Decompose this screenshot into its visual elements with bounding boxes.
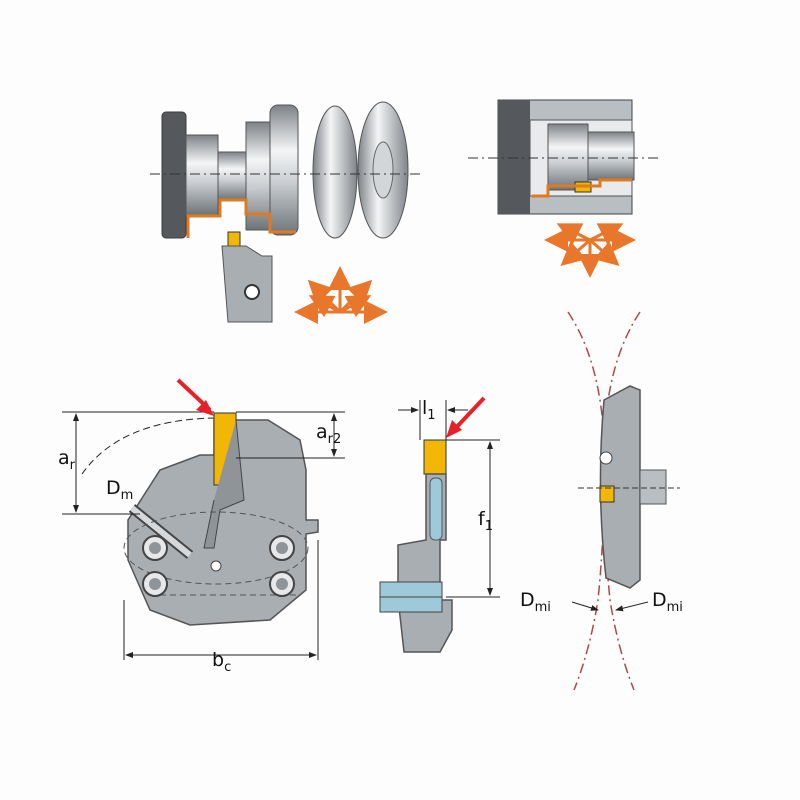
label-a-r: ar — [58, 447, 76, 473]
grooving-tool-left — [221, 231, 273, 323]
diameter-pointer-lines — [571, 601, 649, 612]
label-d-mi-left: Dmi — [520, 589, 551, 615]
side-view-dimension-lines — [398, 400, 500, 598]
label-b-c: bc — [212, 649, 231, 675]
shaft-workpiece-illustration — [150, 101, 420, 239]
mounting-screw — [142, 535, 168, 561]
label-a-r2: ar2 — [316, 421, 341, 447]
cartridge-dimension-lines — [62, 411, 345, 660]
face-grooving-diameter-view — [567, 311, 680, 691]
label-f-1: f1 — [478, 508, 493, 534]
cartridge-front-view — [123, 412, 319, 626]
cartridge-side-view — [379, 439, 453, 653]
mounting-screw — [269, 535, 295, 561]
feed-direction-arrows-left — [294, 266, 388, 324]
label-d-m: Dm — [106, 477, 133, 503]
label-d-mi-right: Dmi — [652, 589, 683, 615]
label-l-1: l1 — [422, 397, 436, 423]
mounting-screw — [269, 571, 295, 597]
bore-workpiece-illustration — [468, 99, 660, 215]
pointer-arrow-left — [176, 378, 214, 416]
pointer-arrow-right — [446, 396, 486, 438]
feed-direction-arrows-right — [544, 223, 636, 278]
mounting-screw — [142, 571, 168, 597]
